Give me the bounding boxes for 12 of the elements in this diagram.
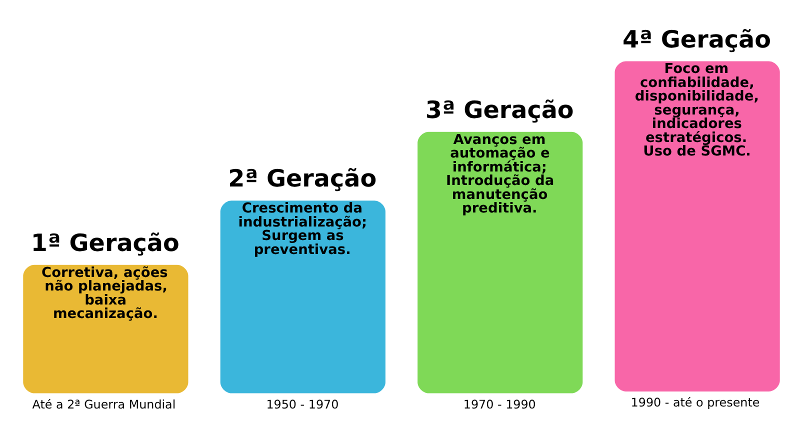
node-box: Avanços em automação e informática; Introdução da manutenção preditiva.: [418, 132, 583, 394]
node-label: 2ª Geração: [228, 164, 377, 193]
node-box: Corretiva, ações não planejadas, baixa mecanização.: [23, 264, 188, 394]
node-label: 1ª Geração: [30, 228, 180, 257]
node-label: Até a 2ª Guerra Mundial: [32, 397, 176, 412]
node-label: 1970 - 1990: [463, 397, 536, 412]
node-box: Crescimento da industrialização; Surgem as preventivas.: [220, 200, 386, 394]
node-label: 4ª Geração: [622, 25, 771, 54]
node-label: 3ª Geração: [425, 96, 574, 124]
node-label: 1990 - até o presente: [630, 395, 760, 410]
node-box: Foco em confiabilidade, disponibilidade, segurança, indicadores estratégicos. Uso de SGMC.: [614, 61, 780, 392]
node-label: 1950 - 1970: [266, 397, 339, 412]
